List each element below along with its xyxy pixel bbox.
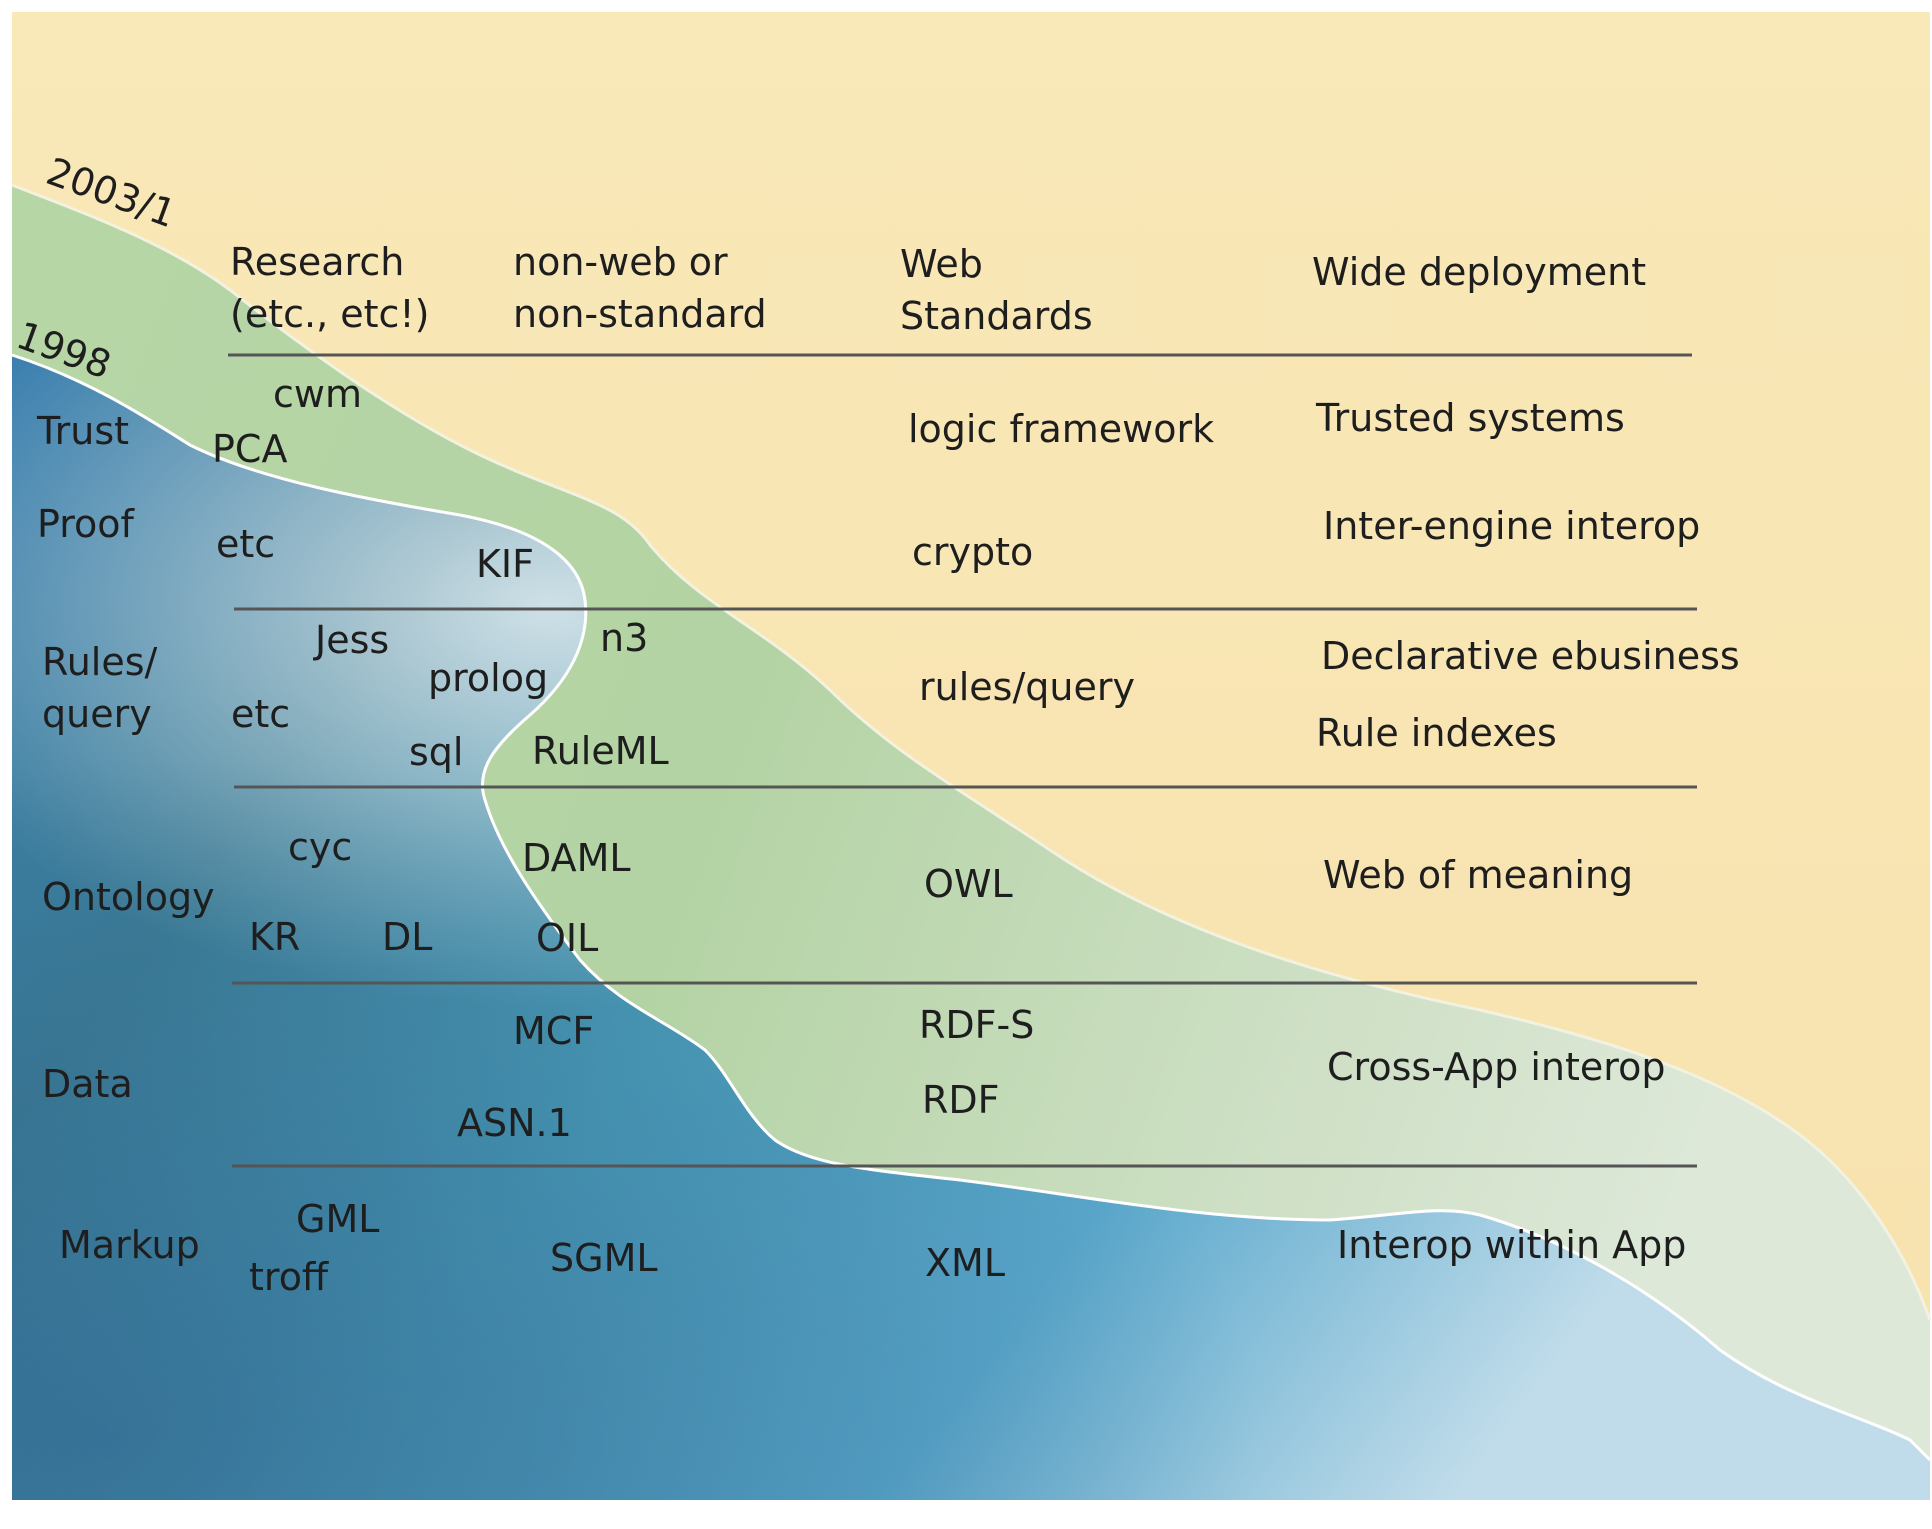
item-rdf-s: RDF-S [919,1003,1034,1047]
layer-label-rules-line2: query [42,692,152,736]
column-header-wide-deployment: Wide deployment [1312,250,1646,294]
item-rule-indexes: Rule indexes [1316,711,1557,755]
layer-label-trust: Trust [36,409,129,453]
item-n3: n3 [600,616,648,660]
item-gml: GML [296,1197,379,1241]
item-cross-app-interop: Cross-App interop [1327,1045,1665,1089]
item-etc-rules: etc [231,692,290,736]
item-declarative-ebusiness: Declarative ebusiness [1321,634,1740,678]
item-inter-engine-interop: Inter-engine interop [1323,504,1700,548]
column-header-web-line1: Web [900,242,983,286]
layer-separators [228,353,1697,1168]
item-etc-proof: etc [216,522,275,566]
wave-1998-edge [11,353,1932,1462]
item-pca: PCA [212,427,287,471]
column-header-nonweb-line1: non-web or [513,240,728,284]
item-mcf: MCF [513,1009,594,1053]
layer-label-ontology: Ontology [42,875,215,919]
item-troff: troff [249,1255,329,1299]
item-trusted-systems: Trusted systems [1315,396,1625,440]
item-owl: OWL [924,862,1013,906]
item-kif: KIF [476,542,534,586]
item-xml: XML [925,1241,1005,1285]
item-logic-framework: logic framework [908,407,1214,451]
item-asn1: ASN.1 [457,1101,572,1145]
item-web-of-meaning: Web of meaning [1323,853,1633,897]
item-rules-query: rules/query [919,665,1135,709]
layer-label-proof: Proof [37,502,136,546]
item-jess: Jess [313,618,389,662]
item-interop-within-app: Interop within App [1337,1223,1686,1267]
column-header-research-line2: (etc., etc!) [230,292,429,336]
item-sql: sql [409,730,463,774]
nonweb-items: n3 RuleML DAML OIL MCF ASN.1 SGML [457,616,669,1280]
item-kr: KR [249,915,300,959]
item-daml: DAML [522,836,631,880]
column-header-nonweb-line2: non-standard [513,292,767,336]
item-cyc: cyc [288,825,352,869]
deployment-items: Trusted systems Inter-engine interop Dec… [1315,396,1740,1267]
research-items: cwm PCA etc KIF Jess prolog etc sql cyc … [212,372,548,1299]
web-standard-items: logic framework crypto rules/query OWL R… [908,407,1214,1285]
column-header-research-line1: Research [230,240,404,284]
layer-label-rules-line1: Rules/ [42,640,158,684]
column-headers: Research (etc., etc!) non-web or non-sta… [230,240,1646,338]
layer-label-data: Data [42,1062,133,1106]
column-header-web-line2: Standards [900,294,1093,338]
item-dl: DL [382,915,432,959]
wave-1998-shade [12,355,1930,1500]
layer-labels: Trust Proof Rules/ query Ontology Data M… [36,409,215,1267]
item-oil: OIL [536,916,598,960]
item-ruleml: RuleML [532,729,669,773]
item-cwm: cwm [273,372,362,416]
item-sgml: SGML [550,1236,658,1280]
layer-label-markup: Markup [59,1223,200,1267]
item-crypto: crypto [912,530,1033,574]
item-prolog: prolog [428,656,548,700]
item-rdf: RDF [922,1078,1000,1122]
